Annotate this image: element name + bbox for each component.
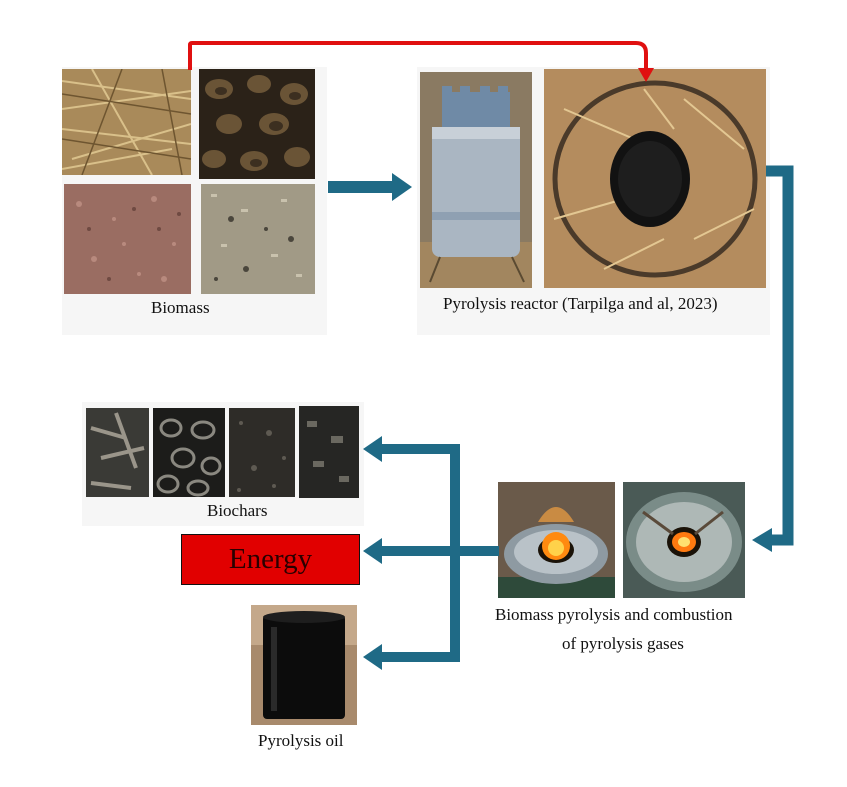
biochar-straw-photo — [86, 408, 149, 497]
energy-box: Energy — [181, 534, 360, 585]
to-energy-arrow-head — [363, 538, 382, 564]
biochar-sawdust-photo — [229, 408, 295, 497]
cashew-shells-photo — [199, 69, 315, 179]
feedback-arrow-head — [638, 68, 654, 82]
reactor-caption: Pyrolysis reactor (Tarpilga and al, 2023… — [443, 294, 718, 313]
to-oil-arrow — [380, 652, 460, 662]
biochars-caption: Biochars — [207, 501, 268, 520]
to-energy-arrow — [380, 546, 456, 556]
reactor-to-process-arrow-head — [752, 528, 772, 552]
process-to-outputs-arrow — [455, 546, 499, 556]
to-oil-arrow-head — [363, 644, 382, 670]
to-biochars-arrow-head — [363, 436, 382, 462]
dry-straw-photo — [62, 69, 191, 175]
flame-chamber-photo — [623, 482, 745, 598]
reactor-to-process-arrow — [766, 165, 794, 546]
grain-husk-photo — [201, 184, 315, 294]
metal-reactor-photo — [420, 72, 532, 288]
process-caption-line2: of pyrolysis gases — [562, 634, 684, 653]
pyrolysis-oil-container-photo — [251, 605, 357, 725]
biochar-shells-photo — [153, 408, 225, 497]
process-caption-line1: Biomass pyrolysis and combustion — [495, 605, 733, 624]
biochar-husk-photo — [299, 406, 359, 498]
reactor-loaded-photo — [544, 69, 766, 288]
pyrolysis-oil-caption: Pyrolysis oil — [258, 731, 344, 750]
energy-label: Energy — [228, 543, 313, 575]
combustion-stove-photo — [498, 482, 615, 598]
to-biochars-arrow — [380, 444, 456, 454]
feedback-arrow — [188, 41, 648, 70]
sawdust-photo — [64, 184, 191, 294]
biomass-to-reactor-arrow — [328, 181, 394, 193]
biomass-to-reactor-arrow-head — [392, 173, 412, 201]
biomass-caption: Biomass — [151, 298, 210, 317]
